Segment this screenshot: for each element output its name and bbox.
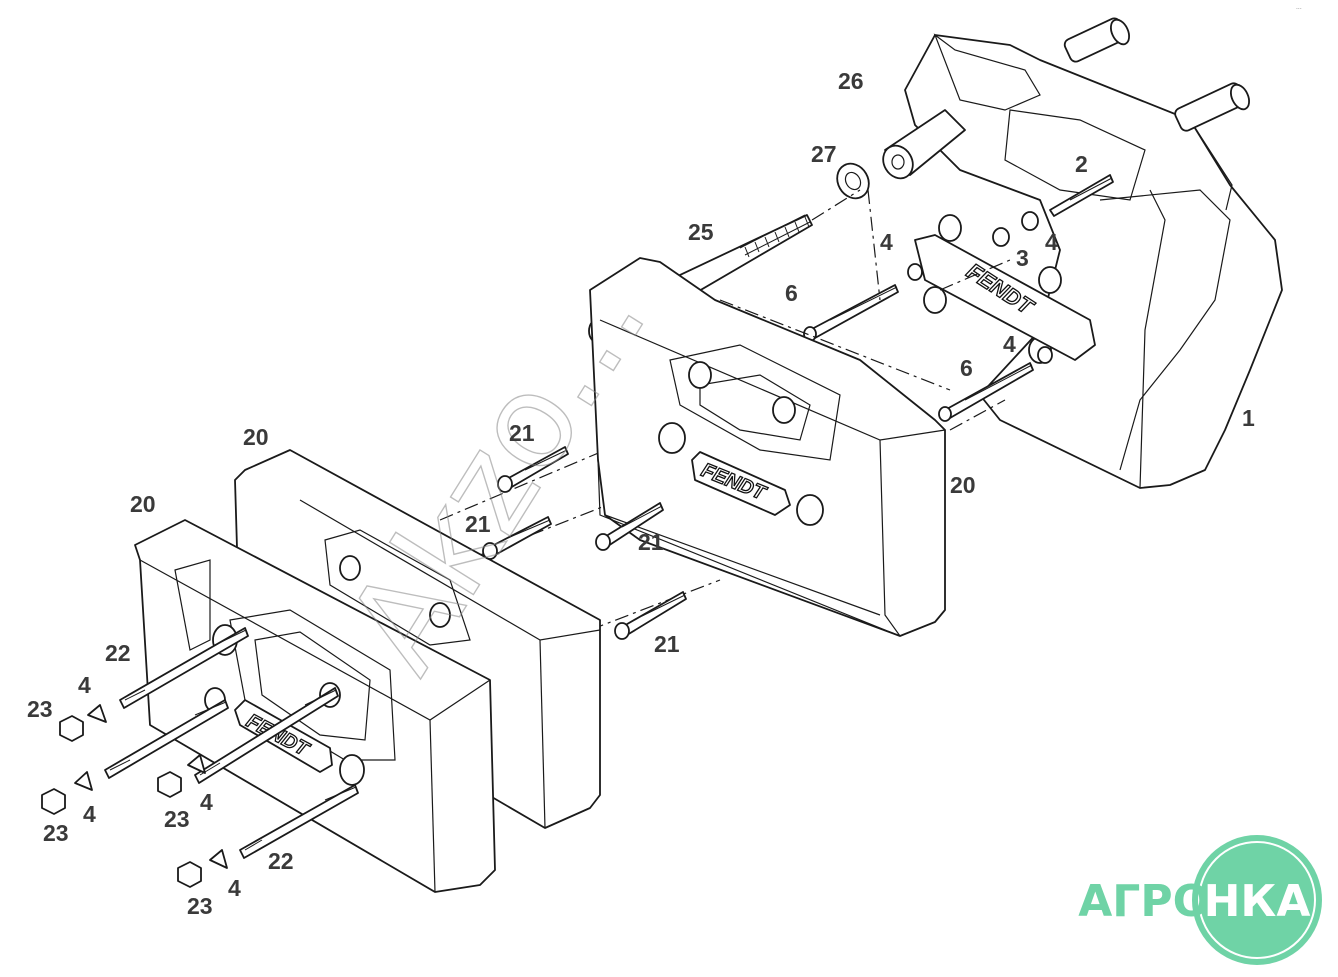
- washer-part-4-f: [187, 754, 206, 774]
- main-bracket-part-1: FENDT: [904, 17, 1283, 489]
- bolt-part-6-lower: [938, 362, 1034, 422]
- nut-part-23-d: [177, 861, 202, 888]
- stud-part-22-a: [119, 627, 249, 709]
- bolt-part-2: [1049, 174, 1114, 217]
- stud-part-22-d: [239, 784, 359, 859]
- washer-part-4-b: [907, 263, 923, 281]
- washer-part-4-d: [87, 704, 107, 723]
- callout-4: 4: [1003, 331, 1016, 357]
- bolt-part-21-d: [614, 591, 687, 640]
- bolt-part-21-b: [482, 516, 552, 560]
- bolt-part-6-upper: [803, 284, 899, 342]
- corner-mark: ...: [1296, 4, 1302, 11]
- agronka-logo: АГРО НКА: [1078, 835, 1322, 965]
- callout-23: 23: [43, 820, 69, 846]
- nut-part-23-b: [41, 788, 66, 815]
- callout-23: 23: [187, 893, 213, 919]
- bolt-part-21-c: [595, 502, 664, 551]
- callout-20: 20: [950, 472, 976, 498]
- callout-4: 4: [1045, 229, 1058, 255]
- callout-labels: 1 2 3 4 4 4 4 4 4 4 4 6 6 20 20 20 21 21…: [27, 68, 1255, 919]
- callout-4: 4: [228, 875, 241, 901]
- callout-22: 22: [105, 640, 131, 666]
- callout-23: 23: [164, 806, 190, 832]
- callout-23: 23: [27, 696, 53, 722]
- washer-part-4-c: [1037, 346, 1053, 364]
- callout-3: 3: [1016, 245, 1029, 271]
- weight-part-20-middle: FENDT: [589, 257, 946, 637]
- stud-part-22-c: [194, 687, 339, 784]
- callout-4: 4: [880, 229, 893, 255]
- callout-21: 21: [654, 631, 680, 657]
- assembly-lines: [439, 189, 1011, 631]
- washer-part-4-e: [74, 771, 93, 791]
- callout-21: 21: [509, 420, 535, 446]
- callout-26: 26: [838, 68, 864, 94]
- logo-text-right: НКА: [1204, 876, 1311, 927]
- weight-part-20-back: [234, 449, 601, 829]
- nut-part-23-a: [59, 715, 84, 742]
- callout-4: 4: [83, 801, 96, 827]
- callout-4: 4: [78, 672, 91, 698]
- washer-part-27: [836, 162, 870, 200]
- callout-2: 2: [1075, 151, 1088, 177]
- callout-1: 1: [1242, 405, 1255, 431]
- pin-part-26: [882, 109, 966, 180]
- callout-6: 6: [960, 355, 973, 381]
- stud-part-22-b: [104, 699, 229, 779]
- bolt-part-21-a: [497, 446, 569, 493]
- washer-part-4-a: [1021, 211, 1039, 231]
- logo-circle: [1192, 835, 1322, 965]
- callout-20: 20: [130, 491, 156, 517]
- logo-text-left: АГРО: [1078, 876, 1210, 927]
- callout-25: 25: [688, 219, 714, 245]
- callout-4: 4: [200, 789, 213, 815]
- callout-20: 20: [243, 424, 269, 450]
- callout-21: 21: [638, 529, 664, 555]
- callout-6: 6: [785, 280, 798, 306]
- callout-27: 27: [811, 141, 837, 167]
- callout-22: 22: [268, 848, 294, 874]
- nut-part-3: [992, 227, 1010, 247]
- washer-part-4-g: [209, 849, 228, 869]
- callout-21: 21: [465, 511, 491, 537]
- nut-part-23-c: [157, 771, 182, 798]
